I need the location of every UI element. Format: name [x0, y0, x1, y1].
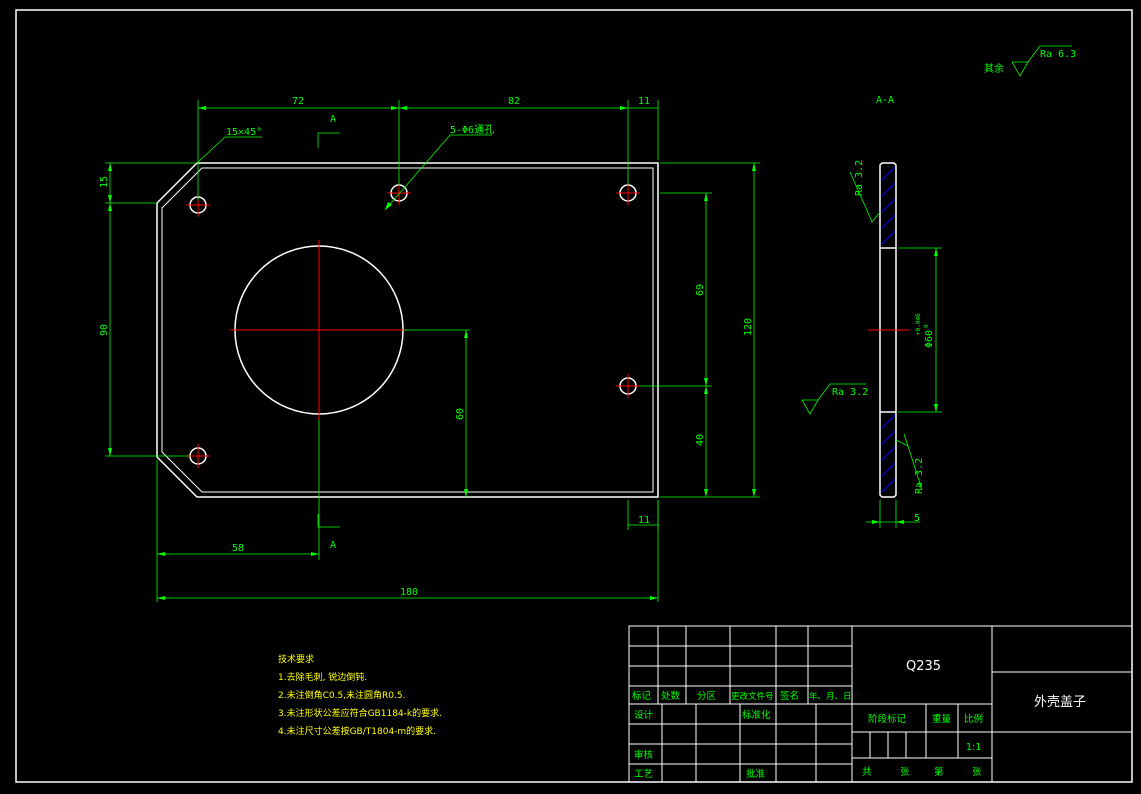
material: Q235: [906, 659, 941, 674]
title-block: [628, 625, 1133, 783]
roughness-3: Ra 3.2: [914, 458, 925, 494]
tb-process: 工艺: [634, 769, 653, 780]
dim-15: 15: [99, 176, 110, 188]
dimension-lines: [105, 100, 760, 602]
dim-chamfer: 15×45°: [226, 127, 262, 138]
dim-90: 90: [99, 324, 110, 336]
dim-11-bottom: 11: [638, 515, 650, 526]
dim-58: 58: [232, 543, 244, 554]
section-label: A-A: [876, 95, 894, 106]
dim-11-top: 11: [638, 96, 650, 107]
tb-header-zone: 分区: [697, 691, 717, 702]
dim-5: 5: [914, 513, 920, 524]
tb-header-mark: 标记: [632, 690, 652, 702]
tb-scale-value: 1:1: [966, 742, 981, 753]
section-view: [868, 162, 910, 498]
dim-180: 180: [400, 587, 418, 598]
tb-approve: 批准: [746, 768, 766, 780]
tb-header-count: 处数: [661, 690, 681, 702]
dim-82: 82: [508, 96, 520, 107]
dim-120: 120: [743, 318, 754, 336]
notes-item-4: 4.未注尺寸公差按GB/T1804-m的要求.: [278, 725, 436, 737]
tb-design: 设计: [634, 709, 654, 721]
dim-72: 72: [292, 96, 304, 107]
tb-review: 审核: [634, 749, 654, 761]
dim-69: 69: [695, 284, 706, 296]
dim-holes: 5-Φ6通孔: [450, 124, 494, 136]
tb-header-date: 年、月、日: [809, 691, 852, 702]
mounting-holes: [189, 184, 637, 465]
arrowheads: [108, 106, 756, 600]
roughness-2: Ra 3.2: [832, 387, 868, 398]
section-mark-top: A: [330, 114, 336, 125]
tb-weight: 重量: [932, 713, 952, 725]
dim-dia60-tol: +0.046: [915, 313, 922, 335]
roughness-1: Ra 3.2: [854, 160, 865, 196]
section-dimensions: [801, 45, 1072, 528]
section-mark-bottom: A: [330, 540, 336, 551]
roughness-general: Ra 6.3: [1040, 49, 1076, 60]
drawing-frame: [15, 9, 1133, 783]
dim-40: 40: [695, 434, 706, 446]
tb-total: 共: [862, 767, 872, 778]
part-name: 外壳盖子: [1034, 695, 1086, 710]
tb-header-doc: 更改文件号: [731, 691, 774, 702]
tb-stage-mark: 阶段标记: [868, 713, 907, 725]
tb-sheet-end: 张: [972, 767, 982, 778]
tb-sheets: 张: [900, 767, 910, 778]
tb-page: 第: [934, 766, 944, 778]
tb-header-sign: 签名: [780, 690, 799, 702]
tb-standardize: 标准化: [742, 709, 771, 721]
dim-dia60-tol-low: 0: [923, 324, 930, 328]
notes-item-1: 1.去除毛刺, 锐边倒钝.: [278, 671, 367, 683]
centerlines: [186, 181, 640, 468]
notes-item-2: 2.未注倒角C0.5,未注圆角R0.5.: [278, 689, 405, 701]
tb-scale: 比例: [964, 713, 983, 725]
dim-dia60: Φ60: [924, 330, 935, 348]
dim-60: 60: [455, 408, 466, 420]
notes-item-3: 3.未注形状公差应符合GB1184-k的要求.: [278, 707, 442, 719]
roughness-general-prefix: 其余: [984, 62, 1004, 75]
notes-title: 技术要求: [278, 653, 314, 665]
